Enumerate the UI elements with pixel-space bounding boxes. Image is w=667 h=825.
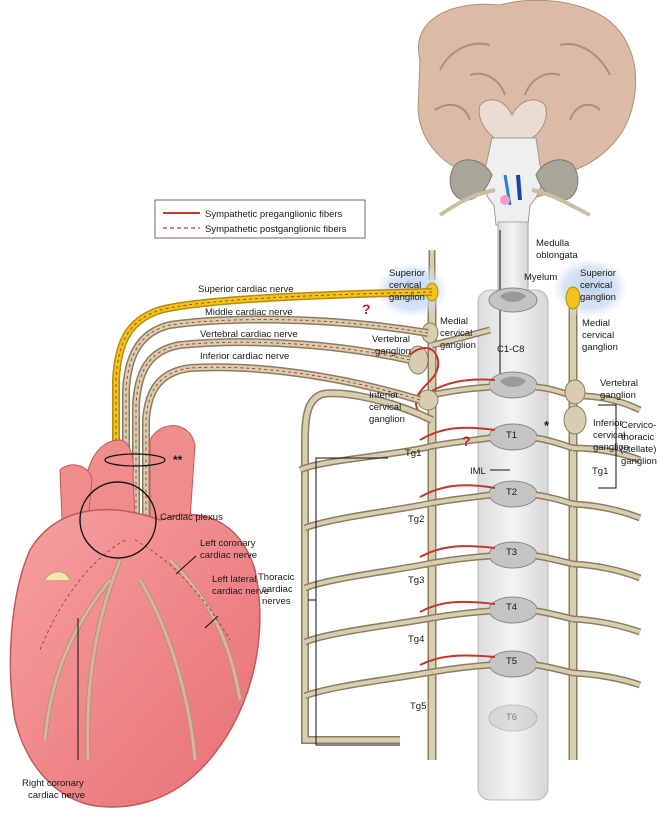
sup-cerv-right-2: cervical	[580, 280, 612, 291]
tg1-right-label: Tg1	[592, 466, 608, 477]
tg1-left-label: Tg1	[405, 448, 421, 459]
superior-cervical-ganglion-right	[565, 286, 581, 310]
t4-label: T4	[506, 602, 517, 613]
inf-cerv-left-1: Inferior	[369, 390, 399, 401]
superior-cardiac-nerve-label: Superior cardiac nerve	[198, 284, 294, 295]
double-asterisk-label: **	[173, 453, 183, 467]
legend-postganglionic-label: Sympathetic postganglionic fibers	[205, 224, 347, 235]
med-cerv-right-3: ganglion	[582, 342, 618, 353]
tg3-label: Tg3	[408, 575, 424, 586]
med-cerv-left-2: cervical	[440, 328, 472, 339]
cardiac-nerves	[112, 288, 434, 744]
middle-cardiac-nerve-label: Middle cardiac nerve	[205, 307, 293, 318]
thoracic-1: Thoracic	[258, 572, 295, 583]
iml-label: IML	[470, 466, 486, 477]
stellate-2: thoracic	[621, 432, 655, 443]
double-asterisk-marker	[104, 453, 166, 467]
med-cerv-right-2: cervical	[582, 330, 614, 341]
labels: Superior cardiac nerve Middle cardiac ne…	[22, 238, 657, 801]
thoracic-connections-left	[419, 326, 496, 676]
left-coronary-1: Left coronary	[200, 538, 256, 549]
cardiac-plexus-circle	[79, 481, 157, 559]
right-coronary-1: Right coronary	[22, 778, 84, 789]
tg2-label: Tg2	[408, 514, 424, 525]
left-lateral-1: Left lateral	[212, 574, 256, 585]
myelum-label: Myelum	[524, 272, 557, 283]
med-cerv-left-1: Medial	[440, 316, 468, 327]
inf-cerv-right-2: cervical	[593, 430, 625, 441]
inferior-cervical-ganglion-left	[417, 389, 439, 411]
question-mark-lower: ?	[462, 433, 471, 449]
cardiac-plexus-label: Cardiac plexus	[160, 512, 223, 523]
tg4-label: Tg4	[408, 634, 424, 645]
left-lateral-2: cardiac nerve	[212, 586, 269, 597]
tg5-label: Tg5	[410, 701, 426, 712]
t5-label: T5	[506, 656, 517, 667]
heart	[9, 425, 261, 808]
inf-cerv-right-1: Inferior	[593, 418, 623, 429]
thoracic-connections-right	[535, 383, 642, 689]
superior-cardiac-nerve	[113, 289, 433, 540]
medulla-label-line2: oblongata	[536, 250, 578, 261]
vertebral-ganglion-right	[564, 379, 586, 405]
stellate-4: ganglion	[621, 456, 657, 467]
stellate-3: (stellate)	[620, 444, 656, 455]
t3-label: T3	[506, 547, 517, 558]
medulla-label-line1: Medulla	[536, 238, 570, 249]
brackets	[77, 404, 617, 760]
sup-cerv-right-3: ganglion	[580, 292, 616, 303]
legend-box	[154, 199, 366, 239]
vert-left-2: ganglion	[375, 346, 411, 357]
t6-label: T6	[506, 712, 517, 723]
stellate-1: Cervico-	[621, 420, 656, 431]
vert-right-1: Vertebral	[600, 378, 638, 389]
cervical-ganglia-left	[407, 322, 440, 420]
inf-cerv-left-3: ganglion	[369, 414, 405, 425]
med-cerv-right-1: Medial	[582, 318, 610, 329]
thoracic-2: cardiac	[262, 584, 293, 595]
asterisk-label: *	[544, 418, 550, 433]
legend-preganglionic-label: Sympathetic preganglionic fibers	[205, 209, 343, 220]
vert-left-1: Vertebral	[372, 334, 410, 345]
right-coronary-2: cardiac nerve	[28, 790, 85, 801]
t2-label: T2	[506, 487, 517, 498]
vert-right-2: ganglion	[600, 390, 636, 401]
thoracic-cardiac-nerves	[298, 442, 433, 700]
left-coronary-2: cardiac nerve	[200, 550, 257, 561]
med-cerv-left-3: ganglion	[440, 340, 476, 351]
sup-cerv-left-2: cervical	[389, 280, 421, 291]
t1-label: T1	[506, 430, 517, 441]
inf-cerv-left-2: cervical	[369, 402, 401, 413]
sup-cerv-left-1: Superior	[389, 268, 425, 279]
sup-cerv-left-3: ganglion	[389, 292, 425, 303]
c1-c8-label: C1-C8	[497, 344, 524, 355]
thoracic-3: nerves	[262, 596, 291, 607]
inf-cerv-right-3: ganglion	[593, 442, 629, 453]
inferior-cardiac-nerve-label: Inferior cardiac nerve	[200, 351, 289, 362]
stellate-ganglion-right	[563, 405, 587, 435]
legend: Sympathetic preganglionic fibers Sympath…	[154, 199, 366, 239]
sup-cerv-right-1: Superior	[580, 268, 616, 279]
cervical-ganglia-right	[563, 379, 587, 435]
question-mark-upper: ?	[362, 301, 371, 317]
brain-section	[417, 0, 637, 226]
vertebral-cardiac-nerve-label: Vertebral cardiac nerve	[200, 329, 298, 340]
